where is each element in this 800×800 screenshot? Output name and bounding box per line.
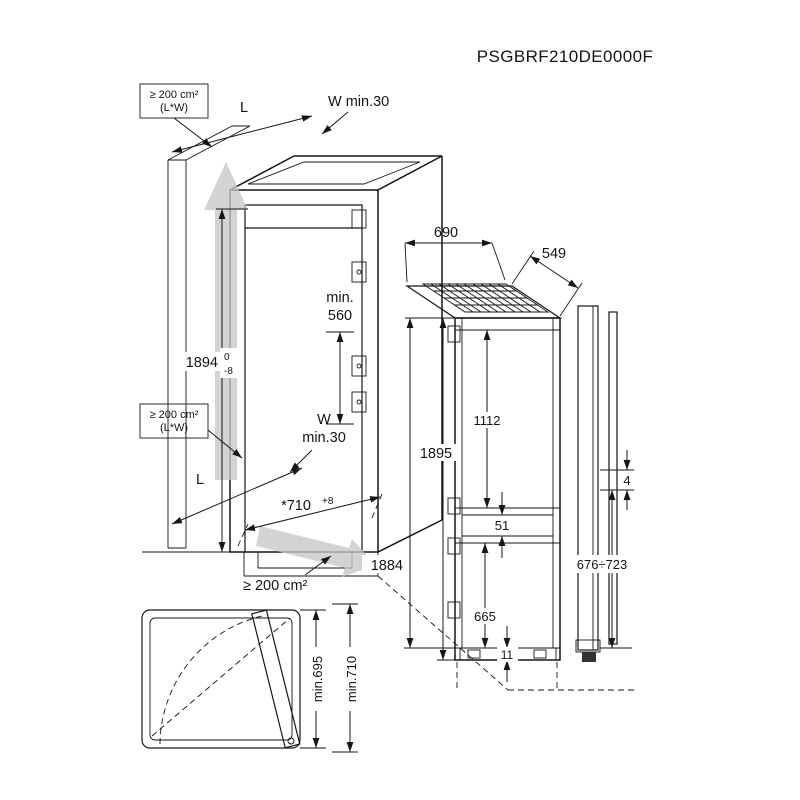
lower-door-value: 665: [474, 609, 496, 624]
vent-note-bottom: ≥ 200 cm²: [243, 555, 332, 594]
vent-note-mid-box: [139, 403, 209, 439]
dim-door-swing-outer: min.710: [332, 603, 359, 753]
upper-door-value: 1112: [474, 413, 501, 428]
vent-note-top-line2: (L*W): [160, 102, 188, 114]
top-depth-value: 690: [434, 225, 458, 241]
dim-niche-width: *710 +8: [237, 493, 383, 547]
depth-arrow-top: L: [171, 100, 313, 153]
door-side-profile: [577, 305, 599, 651]
top-width-value: 549: [542, 246, 566, 262]
dim-niche-depth: min. 560: [326, 290, 354, 425]
niche-height-tol-lower: -8: [224, 366, 233, 377]
projection-lines: [377, 575, 634, 691]
panel-gap-value: 4: [623, 473, 630, 488]
door-swing-inner-value: min.695: [310, 656, 325, 702]
vent-note-mid: ≥ 200 cm² (L*W): [139, 403, 243, 459]
door-swing-outer-value: min.710: [344, 656, 359, 702]
open-door-plan: [251, 609, 301, 749]
cabinet-plan-outer: [141, 609, 301, 749]
bottom-clearance-value: 11: [501, 648, 514, 662]
wall-gap-mid-line2: min.30: [302, 430, 346, 446]
cabinet-plan-inner: [149, 617, 293, 741]
vent-note-bottom-label: ≥ 200 cm²: [243, 578, 308, 594]
door-swing-arc: [159, 615, 263, 745]
depth-label-bottom: L: [196, 472, 204, 488]
appliance-front-view: [405, 283, 562, 661]
wall-gap-note-top: W min.30: [321, 94, 389, 135]
appliance-height-value: 1895: [420, 446, 452, 462]
panel-side-view: 4 676÷723: [570, 305, 634, 662]
vent-note-mid-line1: ≥ 200 cm²: [150, 409, 199, 421]
dim-niche-height: 1894 0 -8: [172, 208, 248, 553]
niche-height-tol-upper: 0: [224, 352, 230, 363]
door-hinge-pivot: [287, 737, 295, 745]
top-vent-opening: [247, 161, 421, 185]
bracket-foot: [582, 652, 596, 662]
dim-upper-door: 1112: [466, 330, 508, 508]
door-gap-value: 51: [495, 518, 509, 533]
dim-door-swing-inner: min.695: [300, 609, 326, 749]
vent-note-top: ≥ 200 cm² (L*W): [139, 83, 213, 148]
dim-door-gap: 51: [489, 492, 515, 558]
niche-depth-line1: min.: [326, 290, 353, 306]
door-swing-top-view: min.695 min.710: [141, 603, 359, 753]
depth-arrow-bottom: L: [171, 467, 303, 525]
dim-top-depth: 690: [404, 225, 506, 283]
airflow-up-arrow: [204, 162, 248, 480]
dim-lower-door: 665: [466, 543, 504, 648]
niche-height-value: 1894: [186, 355, 218, 371]
furniture-panel-profile: [608, 311, 618, 645]
vent-note-top-line1: ≥ 200 cm²: [150, 89, 199, 101]
dim-top-width: 549: [511, 246, 583, 317]
niche-width-tol: +8: [322, 496, 334, 507]
install-height-value: 1884: [371, 558, 403, 574]
niche-width-value: *710: [281, 498, 311, 514]
wall-gap-note-mid: W min.30: [289, 412, 346, 473]
dim-panel-gap: 4: [600, 450, 634, 510]
wall-gap-top-label: W min.30: [328, 94, 389, 110]
dim-appliance-height: 1895: [405, 317, 466, 661]
appliance-hinges: [447, 325, 461, 619]
vent-note-mid-line2: (L*W): [160, 422, 188, 434]
condenser-grid-outline: [421, 283, 550, 313]
dim-install-height: 1884: [362, 318, 455, 649]
condenser-grid-hatch: [430, 283, 541, 313]
dim-bracket-range: 676÷723: [570, 490, 634, 649]
rollers: [467, 649, 547, 659]
hinge-fittings: [351, 209, 367, 413]
wall-gap-mid-line1: W: [317, 412, 331, 428]
model-number: PSGBRF210DE0000F: [477, 47, 653, 66]
airflow-base-arrow: [256, 526, 376, 577]
depth-label-top: L: [240, 100, 248, 116]
bracket-range-value: 676÷723: [577, 557, 628, 572]
niche-depth-line2: 560: [328, 308, 352, 324]
dim-bottom-clearance: 11: [497, 626, 518, 682]
